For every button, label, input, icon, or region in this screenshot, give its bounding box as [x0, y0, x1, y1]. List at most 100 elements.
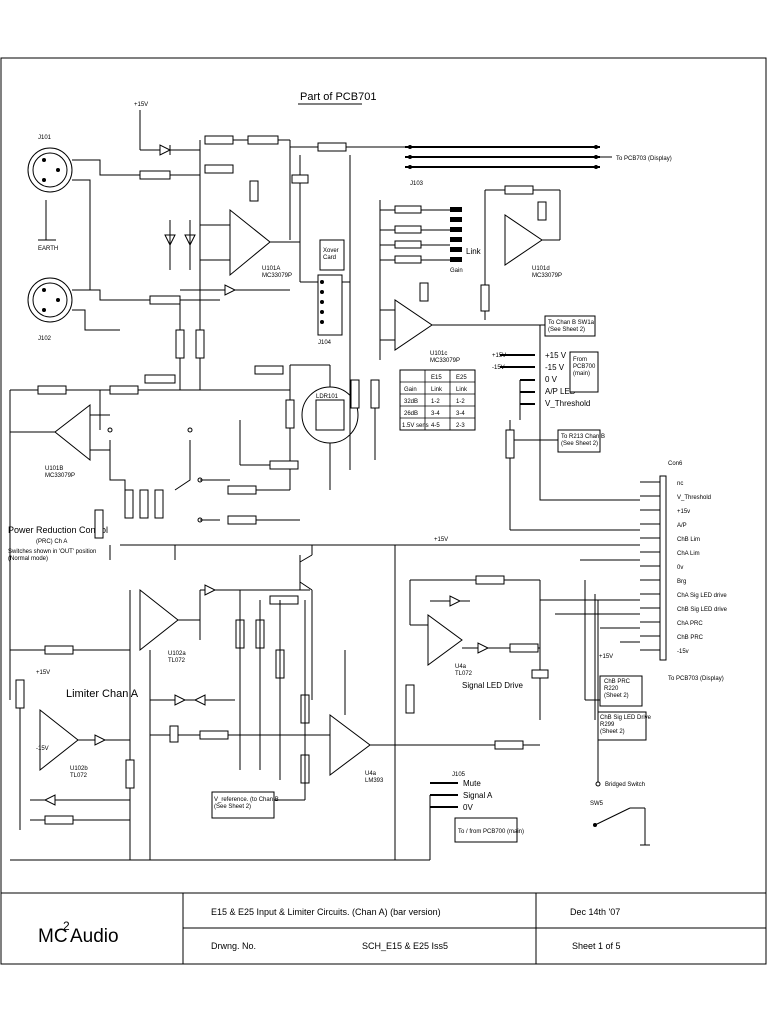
ldr-label: LDR101: [316, 394, 339, 400]
to-from-pcb700-label: To / from PCB700 (main): [458, 829, 524, 835]
bridged-switch-label: Bridged Switch: [605, 782, 645, 788]
resistor-r109: [370, 379, 380, 409]
opamp-u101c: [394, 299, 433, 351]
xlr-connector-j101: [27, 147, 73, 193]
drawing-frame: [0, 57, 767, 965]
xover-card-box: [319, 239, 345, 271]
connector-con6: [640, 475, 667, 661]
gain-table: [399, 369, 476, 431]
brand-mc: MC: [38, 926, 68, 947]
capacitor-c110: [531, 669, 549, 679]
connector-j105-label: J105: [452, 772, 466, 778]
capacitor-c104: [419, 282, 429, 302]
resistor-r93: [227, 485, 257, 495]
sw5-label: SW5: [590, 801, 604, 807]
power-label-minus15v: -15V: [36, 746, 49, 752]
earth-label: EARTH: [38, 246, 58, 252]
gain-table-cell: 2-3: [456, 423, 465, 429]
opamp-u4a-lm393: [329, 714, 371, 776]
brand-superscript: 2: [63, 919, 70, 933]
chb-sig-led-box: [597, 711, 647, 741]
opamp-u101a: [229, 208, 271, 277]
resistor-r111: [44, 645, 74, 655]
switches-note-label: Switches shown in 'OUT' position(Normal …: [8, 549, 96, 562]
limiter-chan-a-label: Limiter Chan A: [66, 688, 139, 700]
zener-z102: [174, 694, 187, 706]
gain-link-network: [379, 200, 462, 360]
to-r213-label: To R213 Chan B(See Sheet 2): [561, 434, 605, 447]
xlr-connector-j102: [27, 277, 73, 323]
con6-pin-label: ChB PRC: [677, 635, 704, 641]
resistor-r99: [509, 643, 539, 653]
gain-table-cell: 32dB: [404, 399, 418, 405]
resistor-rm3: [15, 679, 25, 709]
con6-label: Con6: [668, 461, 683, 467]
resistor-r105: [175, 329, 185, 359]
diode-d101: [159, 144, 172, 156]
drawing-number: SCH_E15 & E25 Iss5: [362, 941, 448, 951]
con6-pin-label: Brg: [677, 579, 686, 585]
resistor-r103: [247, 135, 279, 145]
opamp-u102a: [139, 588, 179, 652]
opamp-u101b: [54, 403, 91, 462]
prc-switch-network: [94, 427, 230, 560]
capacitor-c102: [249, 180, 259, 202]
resistor-r129: [480, 284, 490, 312]
transistor-q101: [299, 554, 313, 591]
resistor-r106: [37, 385, 67, 395]
resistor-r128: [504, 185, 534, 195]
con6-pin-label: +15v: [677, 509, 690, 515]
capacitor-c112: [537, 201, 547, 221]
resistor-r27: [505, 429, 515, 459]
gain-table-cell: 3-4: [431, 411, 440, 417]
con6-pin-label: -15v: [677, 649, 689, 655]
power-label-minus15v: -15V: [492, 365, 505, 371]
power-reduction-control-label: Power Reduction Control: [8, 525, 108, 535]
capacitor-c101: [195, 329, 205, 359]
resistor-r102: [204, 135, 234, 145]
zero-v-label: 0 V: [545, 375, 558, 384]
to-chan-b-sw1a-box: [544, 315, 596, 337]
to-pcb703-top-label: To PCB703 (Display): [616, 156, 672, 162]
to-r213-box: [557, 429, 601, 453]
link-label: Link: [466, 247, 482, 256]
diode-d117: [204, 584, 217, 596]
diode-d118: [477, 642, 490, 654]
to-chan-b-sw1a-label: To Chan B SW1a(See Sheet 2): [548, 320, 595, 333]
from-pcb700-box: [569, 351, 599, 393]
resistor-r114: [199, 730, 229, 740]
gain-table-cell: 3-4: [456, 411, 465, 417]
con6-pin-label: 0v: [677, 565, 683, 571]
gain-table-cell: 1.5V sens: [402, 423, 429, 429]
sheet-number: Sheet 1 of 5: [572, 941, 621, 951]
page-title: Part of PCB701: [300, 91, 376, 103]
power-label-plus15v: +15V: [492, 353, 506, 359]
con6-pin-label: A/P: [677, 523, 687, 529]
resistor-r98: [475, 575, 505, 585]
zener-z103: [193, 694, 206, 706]
resistor-r94: [227, 515, 257, 525]
capacitor-c104b: [169, 725, 179, 743]
mute-label: Mute: [463, 779, 481, 788]
connector-j104: [317, 274, 343, 336]
resistor-r84: [285, 399, 295, 429]
capacitor-c103: [291, 174, 309, 184]
brand-audio: Audio: [70, 926, 119, 947]
plus15v-label: +15 V: [545, 351, 567, 360]
resistor-r113: [125, 759, 135, 789]
gain-table-cell: 4-5: [431, 423, 440, 429]
power-label-plus15v: +15V: [36, 670, 50, 676]
resistor-r101: [139, 170, 171, 180]
minus15v-label: -15 V: [545, 363, 565, 372]
diode-d115: [43, 794, 56, 806]
opamp-u4a-signal: [427, 614, 463, 666]
